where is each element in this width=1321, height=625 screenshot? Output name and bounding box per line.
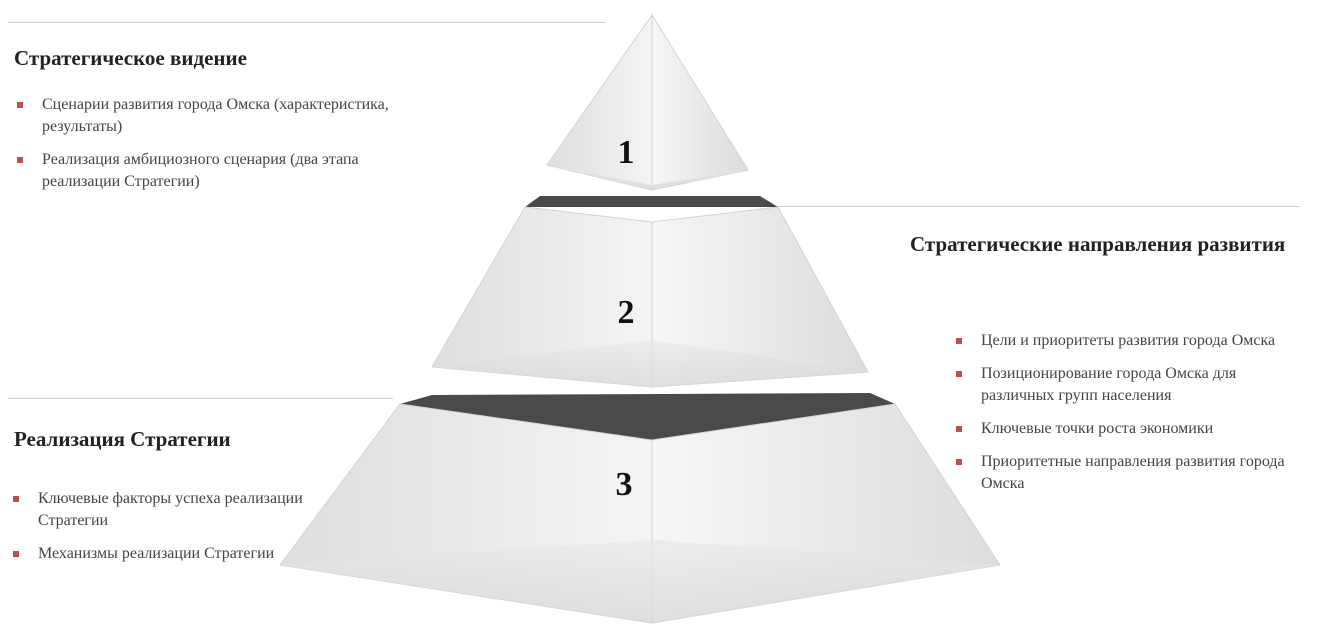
pyramid-level-2 [432, 207, 868, 387]
pyramid-level-1 [547, 15, 748, 190]
pyramid-gap-1 [525, 196, 778, 207]
pyramid-level-1-number: 1 [618, 134, 635, 171]
pyramid-level-2-number: 2 [618, 294, 635, 331]
pyramid-level-3-number: 3 [616, 466, 633, 503]
